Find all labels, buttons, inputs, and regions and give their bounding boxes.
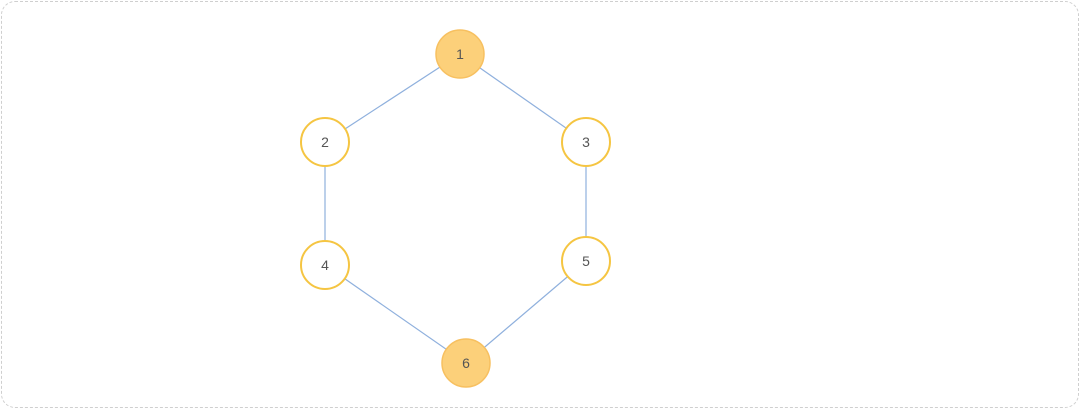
- node-circle-5: [561, 236, 611, 286]
- node-2: 2: [300, 117, 350, 167]
- edges-layer: [324, 53, 587, 364]
- node-4: 4: [300, 240, 350, 290]
- node-circle-6: [441, 338, 491, 388]
- node-circle-4: [300, 240, 350, 290]
- node-label-3: 3: [582, 134, 590, 150]
- edge-1-2: [324, 53, 461, 143]
- nodes-layer: 1 2 3 4 5 6: [300, 29, 611, 388]
- edge-1-3: [459, 53, 587, 143]
- edge-5-6: [465, 260, 587, 364]
- node-label-6: 6: [462, 355, 470, 371]
- node-circle-1: [435, 29, 485, 79]
- node-6: 6: [441, 338, 491, 388]
- node-1: 1: [435, 29, 485, 79]
- node-label-4: 4: [321, 257, 329, 273]
- node-circle-2: [300, 117, 350, 167]
- node-label-5: 5: [582, 253, 590, 269]
- node-label-1: 1: [456, 46, 464, 62]
- edge-4-6: [324, 264, 467, 364]
- node-5: 5: [561, 236, 611, 286]
- node-label-2: 2: [321, 134, 329, 150]
- node-3: 3: [561, 117, 611, 167]
- node-circle-3: [561, 117, 611, 167]
